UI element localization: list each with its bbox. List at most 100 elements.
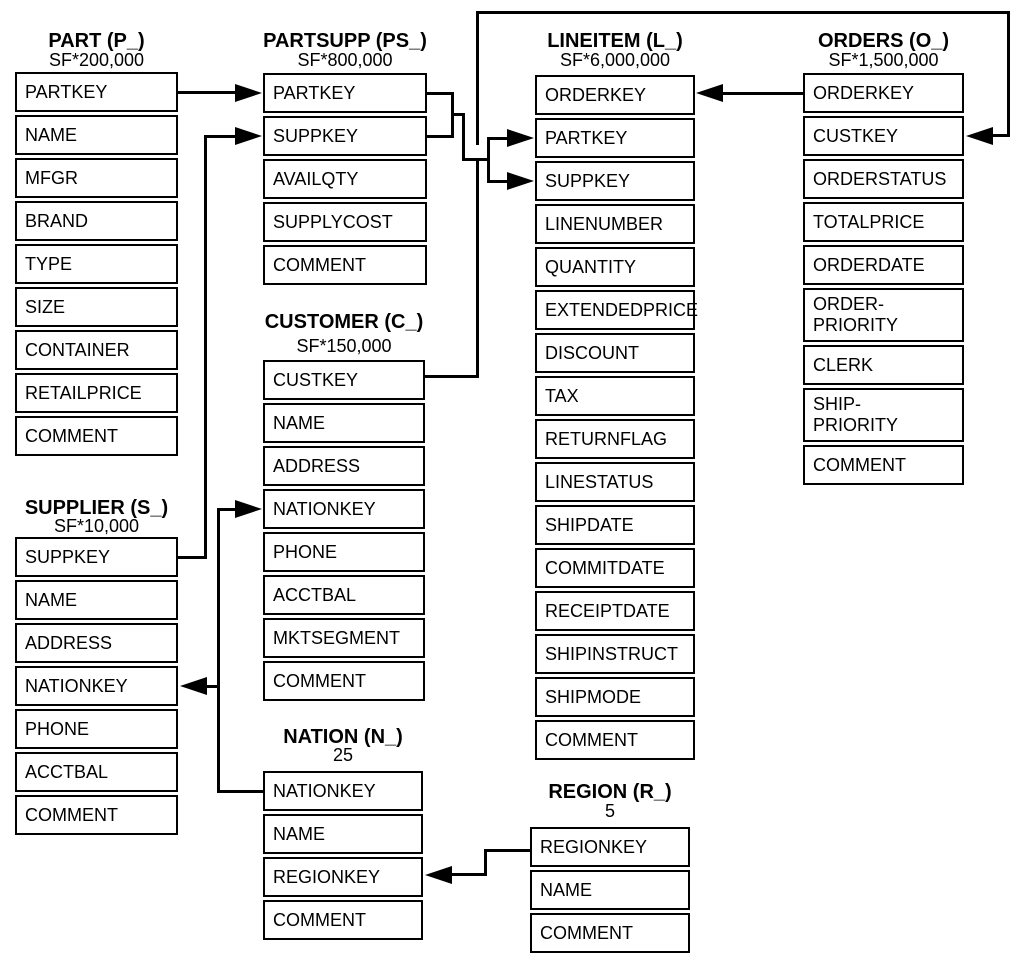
field-row-orders-1: CUSTKEY — [803, 116, 964, 156]
line-segment — [425, 375, 478, 378]
line-segment — [722, 92, 803, 95]
field-row-supplier-1: NAME — [15, 580, 178, 620]
line-segment — [486, 849, 530, 852]
field-row-part-4: TYPE — [15, 244, 178, 284]
field-row-partsupp-2: AVAILQTY — [263, 159, 427, 199]
field-row-lineitem-10: SHIPDATE — [535, 505, 695, 545]
line-segment — [427, 92, 452, 95]
field-row-part-0: PARTKEY — [15, 72, 178, 112]
table-cardinality: SF*200,000 — [48, 50, 145, 70]
arrowhead-icon — [507, 129, 534, 147]
field-row-partsupp-1: SUPPKEY — [263, 116, 427, 156]
field-row-nation-0: NATIONKEY — [263, 771, 423, 811]
line-segment — [451, 113, 463, 116]
field-row-lineitem-0: ORDERKEY — [535, 75, 695, 115]
field-row-orders-2: ORDERSTATUS — [803, 159, 964, 199]
field-row-supplier-6: COMMENT — [15, 795, 178, 835]
line-segment — [462, 113, 465, 160]
line-segment — [1007, 11, 1010, 137]
field-row-lineitem-2: SUPPKEY — [535, 161, 695, 201]
field-row-customer-2: ADDRESS — [263, 446, 425, 486]
table-title: PART (P_) — [48, 30, 145, 52]
line-segment — [218, 790, 263, 793]
table-cardinality: SF*6,000,000 — [559, 50, 671, 70]
field-row-lineitem-4: QUANTITY — [535, 247, 695, 287]
line-segment — [218, 508, 235, 511]
line-segment — [462, 158, 488, 161]
arrowhead-icon — [235, 127, 262, 145]
line-segment — [217, 508, 220, 793]
field-row-orders-5: ORDER- PRIORITY — [803, 288, 964, 342]
field-row-supplier-0: SUPPKEY — [15, 537, 178, 577]
field-row-lineitem-12: RECEIPTDATE — [535, 591, 695, 631]
table-title: SUPPLIER (S_) — [24, 497, 169, 519]
line-segment — [476, 11, 479, 145]
field-row-customer-5: ACCTBAL — [263, 575, 425, 615]
field-row-customer-1: NAME — [263, 403, 425, 443]
line-segment — [484, 849, 487, 876]
field-row-lineitem-9: LINESTATUS — [535, 462, 695, 502]
table-cardinality: SF*10,000 — [53, 516, 140, 536]
field-row-orders-0: ORDERKEY — [803, 73, 964, 113]
line-segment — [178, 91, 235, 94]
field-row-lineitem-3: LINENUMBER — [535, 204, 695, 244]
field-row-customer-0: CUSTKEY — [263, 360, 425, 400]
field-row-lineitem-11: COMMITDATE — [535, 548, 695, 588]
field-row-lineitem-8: RETURNFLAG — [535, 419, 695, 459]
line-segment — [476, 161, 479, 378]
field-row-orders-7: SHIP- PRIORITY — [803, 388, 964, 442]
line-segment — [207, 685, 220, 688]
field-row-partsupp-4: COMMENT — [263, 245, 427, 285]
arrowhead-icon — [235, 500, 262, 518]
line-segment — [990, 134, 1009, 137]
field-row-customer-6: MKTSEGMENT — [263, 618, 425, 658]
line-segment — [476, 11, 1010, 14]
field-row-supplier-5: ACCTBAL — [15, 752, 178, 792]
field-row-lineitem-7: TAX — [535, 376, 695, 416]
line-segment — [487, 180, 508, 183]
field-row-customer-4: PHONE — [263, 532, 425, 572]
line-segment — [204, 135, 235, 138]
field-row-nation-3: COMMENT — [263, 900, 423, 940]
field-row-part-8: COMMENT — [15, 416, 178, 456]
field-row-orders-8: COMMENT — [803, 445, 964, 485]
field-row-part-1: NAME — [15, 115, 178, 155]
arrowhead-icon — [966, 127, 993, 145]
field-row-orders-6: CLERK — [803, 345, 964, 385]
field-row-lineitem-5: EXTENDEDPRICE — [535, 290, 698, 330]
arrowhead-icon — [180, 677, 207, 695]
field-row-lineitem-6: DISCOUNT — [535, 333, 695, 373]
field-row-lineitem-13: SHIPINSTRUCT — [535, 634, 695, 674]
line-segment — [487, 137, 508, 140]
field-row-part-6: CONTAINER — [15, 330, 178, 370]
table-title: REGION (R_) — [548, 781, 672, 803]
table-title: ORDERS (O_) — [817, 30, 950, 52]
field-row-supplier-4: PHONE — [15, 709, 178, 749]
field-row-customer-7: COMMENT — [263, 661, 425, 701]
line-segment — [452, 873, 486, 876]
table-cardinality: SF*800,000 — [297, 50, 393, 70]
field-row-nation-1: NAME — [263, 814, 423, 854]
arrowhead-icon — [507, 172, 534, 190]
field-row-nation-2: REGIONKEY — [263, 857, 423, 897]
table-title: CUSTOMER (C_) — [264, 311, 424, 333]
field-row-region-0: REGIONKEY — [530, 827, 690, 867]
table-cardinality: 25 — [332, 745, 354, 765]
line-segment — [487, 137, 490, 183]
field-row-customer-3: NATIONKEY — [263, 489, 425, 529]
field-row-supplier-3: NATIONKEY — [15, 666, 178, 706]
field-row-orders-4: ORDERDATE — [803, 245, 964, 285]
field-row-partsupp-0: PARTKEY — [263, 73, 427, 113]
field-row-part-3: BRAND — [15, 201, 178, 241]
table-cardinality: SF*1,500,000 — [828, 50, 939, 70]
field-row-lineitem-15: COMMENT — [535, 720, 695, 760]
arrowhead-icon — [235, 84, 262, 102]
